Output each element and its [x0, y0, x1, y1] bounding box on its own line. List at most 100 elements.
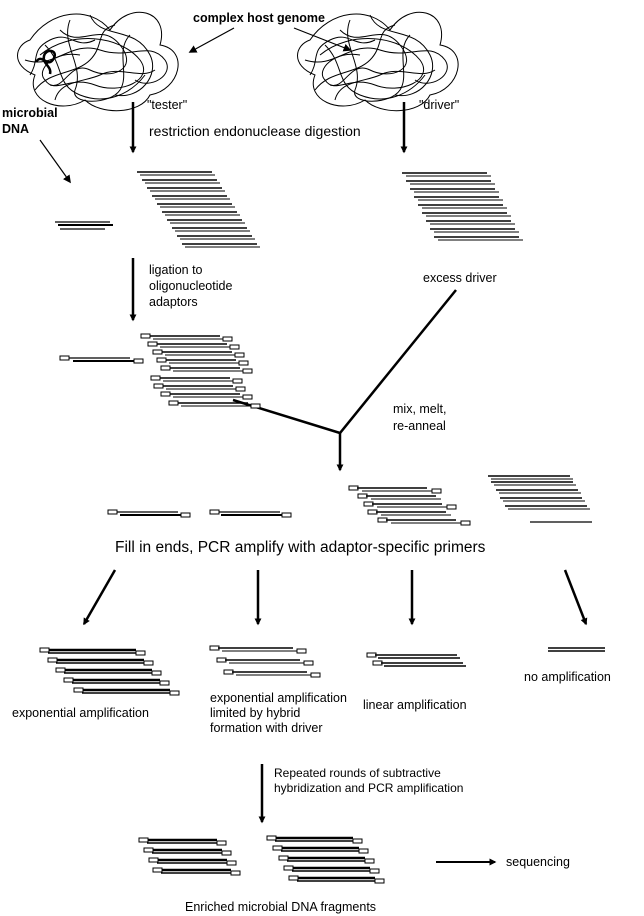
limited-label-2: limited by hybrid — [210, 706, 301, 720]
adaptor — [234, 352, 245, 358]
adaptor — [135, 650, 146, 656]
adaptor — [377, 517, 388, 523]
hybrid-tester-tester — [209, 509, 292, 518]
adaptor — [296, 648, 307, 654]
adaptor — [363, 501, 374, 507]
linear-label: linear amplification — [363, 698, 467, 712]
microbial-dna-label-1: microbial — [2, 106, 58, 120]
adaptor — [358, 848, 369, 854]
dna-fragments — [39, 171, 605, 884]
ligation-label-2: oligonucleotide — [149, 279, 233, 293]
adaptor — [143, 847, 154, 853]
repeated-label-1: Repeated rounds of subtractive — [274, 766, 441, 780]
adaptor — [229, 344, 240, 350]
adaptor — [374, 878, 385, 884]
adaptor — [143, 660, 154, 666]
adaptor — [230, 870, 241, 876]
ligated-microbial — [59, 355, 144, 364]
adaptor — [147, 341, 158, 347]
ligation-label-3: adaptors — [149, 295, 198, 309]
enriched-label: Enriched microbial DNA fragments — [185, 900, 377, 914]
microbial-dna-squiggle — [34, 49, 57, 75]
fill-in-label: Fill in ends, PCR amplify with adaptor-s… — [115, 539, 486, 556]
adaptor — [303, 660, 314, 666]
adaptor — [148, 857, 159, 863]
adaptor — [369, 868, 380, 874]
adaptor — [348, 485, 359, 491]
adaptor — [272, 845, 283, 851]
adaptor — [55, 667, 66, 673]
adaptor — [133, 358, 144, 364]
adaptor — [367, 509, 378, 515]
adaptor — [366, 652, 377, 658]
digestion-label: restriction endonuclease digestion — [149, 123, 361, 139]
adaptor — [39, 647, 50, 653]
adaptor — [352, 838, 363, 844]
limited-label-1: exponential amplification — [210, 691, 347, 705]
adaptor — [460, 520, 471, 526]
enriched-products-left — [138, 837, 241, 876]
host-genome-label: complex host genome — [193, 11, 325, 25]
adaptor — [159, 680, 170, 686]
ligated-tester — [140, 333, 261, 409]
adaptor — [250, 403, 261, 409]
mix-label-2: re-anneal — [393, 419, 446, 433]
adaptor — [140, 333, 151, 339]
adaptor — [310, 672, 321, 678]
adaptor — [180, 512, 191, 518]
adaptor — [266, 835, 277, 841]
adaptor — [107, 509, 118, 515]
driver-reannealed — [488, 475, 592, 523]
microbial-fragments — [55, 221, 113, 230]
driver-fragments — [402, 172, 523, 241]
adaptor — [168, 400, 179, 406]
adaptor — [278, 855, 289, 861]
exponential-products — [39, 647, 180, 696]
adaptor — [59, 355, 70, 361]
adaptor — [209, 509, 220, 515]
no-amplification-label: no amplification — [524, 670, 611, 684]
adaptor — [160, 365, 171, 371]
adaptor — [209, 645, 220, 651]
adaptor — [242, 394, 253, 400]
adaptor — [47, 657, 58, 663]
adaptor — [169, 690, 180, 696]
microbial-dna-label-2: DNA — [2, 122, 30, 136]
adaptor — [446, 504, 457, 510]
adaptor — [221, 850, 232, 856]
adaptor — [73, 687, 84, 693]
adaptor — [216, 840, 227, 846]
adaptor — [151, 670, 162, 676]
limited-products — [209, 645, 321, 678]
adaptor — [431, 488, 442, 494]
adaptor — [150, 375, 161, 381]
adaptor — [152, 349, 163, 355]
adaptor — [223, 669, 234, 675]
adaptor — [288, 875, 299, 881]
adaptor — [364, 858, 375, 864]
hybrid-tester-driver — [348, 485, 471, 526]
adaptor — [372, 660, 383, 666]
adaptor — [222, 336, 233, 342]
linear-products — [366, 652, 466, 667]
adaptor — [138, 837, 149, 843]
adaptor — [283, 865, 294, 871]
adaptor — [156, 357, 167, 363]
limited-label-3: formation with driver — [210, 721, 323, 735]
repeated-label-2: hybridization and PCR amplification — [274, 781, 464, 795]
adaptor — [63, 677, 74, 683]
tester-fragments — [137, 171, 260, 248]
excess-driver-label: excess driver — [423, 271, 497, 285]
tester-label: "tester" — [147, 98, 188, 112]
adaptor — [357, 493, 368, 499]
adaptor — [216, 657, 227, 663]
ligation-label-1: ligation to — [149, 263, 203, 277]
mix-label-1: mix, melt, — [393, 402, 447, 416]
tester-genome-blob — [17, 11, 179, 112]
adaptor — [226, 860, 237, 866]
adaptor — [281, 512, 292, 518]
adaptor — [153, 383, 164, 389]
adaptor — [152, 867, 163, 873]
driver-label: "driver" — [419, 98, 460, 112]
